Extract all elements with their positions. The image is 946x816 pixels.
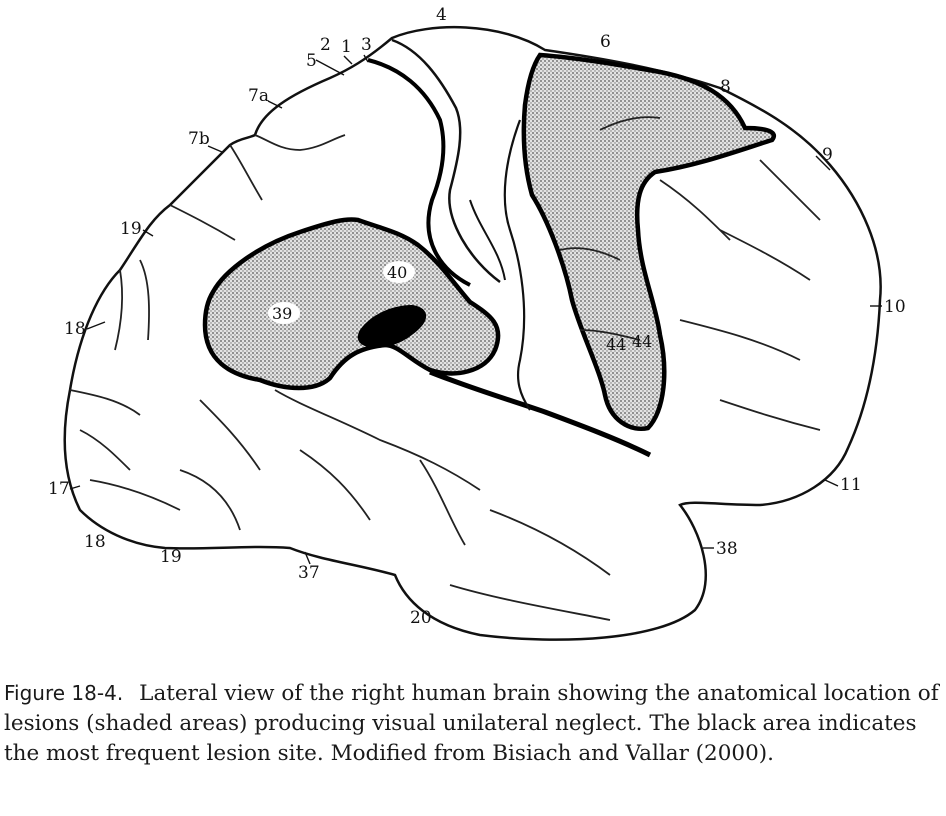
- area-label-19-bottom: 19: [160, 547, 182, 567]
- area-label-18-top: 18: [64, 319, 86, 339]
- area-label-3: 3: [361, 35, 372, 55]
- figure-caption-label: Figure 18-4.: [4, 681, 124, 705]
- lesion-area-parietal: [202, 217, 501, 391]
- area-label-20: 20: [410, 608, 432, 628]
- area-label-4: 4: [436, 5, 447, 25]
- area-label-44-right: 44: [632, 332, 652, 351]
- figure-caption: Figure 18-4.Lateral view of the right hu…: [4, 678, 940, 769]
- area-label-7a: 7a: [248, 86, 269, 106]
- area-39-label-bg: [268, 302, 300, 324]
- area-label-6: 6: [600, 32, 611, 52]
- label-tick-marks: [69, 54, 882, 565]
- central-sulcus: [367, 58, 471, 287]
- lesion-area-frontal: [521, 52, 777, 431]
- brain-lateral-view-diagram: 4 2 1 3 5 6 7a 7b 8 9 10 11 17 18 18 19 …: [48, 5, 906, 641]
- brodmann-area-labels: 4 2 1 3 5 6 7a 7b 8 9 10 11 17 18 18 19 …: [48, 5, 906, 628]
- figure-caption-text: Lateral view of the right human brain sh…: [4, 681, 939, 766]
- area-label-39: 39: [272, 304, 292, 323]
- area-label-10: 10: [884, 297, 906, 317]
- area-label-5: 5: [306, 51, 317, 71]
- sylvian-fissure: [429, 369, 652, 458]
- area-label-1: 1: [341, 37, 352, 57]
- sulcus-line-1: [503, 119, 531, 411]
- area-label-11: 11: [840, 475, 862, 495]
- area-label-8: 8: [720, 77, 731, 97]
- sulcus-line-2: [469, 199, 506, 281]
- area-label-19-top: 19: [120, 219, 142, 239]
- area-label-7b: 7b: [188, 129, 210, 149]
- area-label-38: 38: [716, 539, 738, 559]
- most-frequent-lesion-site: [357, 305, 427, 348]
- area-label-18-bottom: 18: [84, 532, 106, 552]
- area-label-40: 40: [387, 263, 407, 282]
- area-label-37: 37: [298, 563, 320, 583]
- area-label-44-left: 44: [606, 335, 626, 354]
- area-40-label-bg: [383, 261, 415, 283]
- area-label-9: 9: [822, 145, 833, 165]
- minor-sulci: [69, 116, 821, 621]
- precentral-sulcus: [391, 38, 501, 284]
- area-label-2: 2: [320, 35, 331, 55]
- area-label-17: 17: [48, 479, 70, 499]
